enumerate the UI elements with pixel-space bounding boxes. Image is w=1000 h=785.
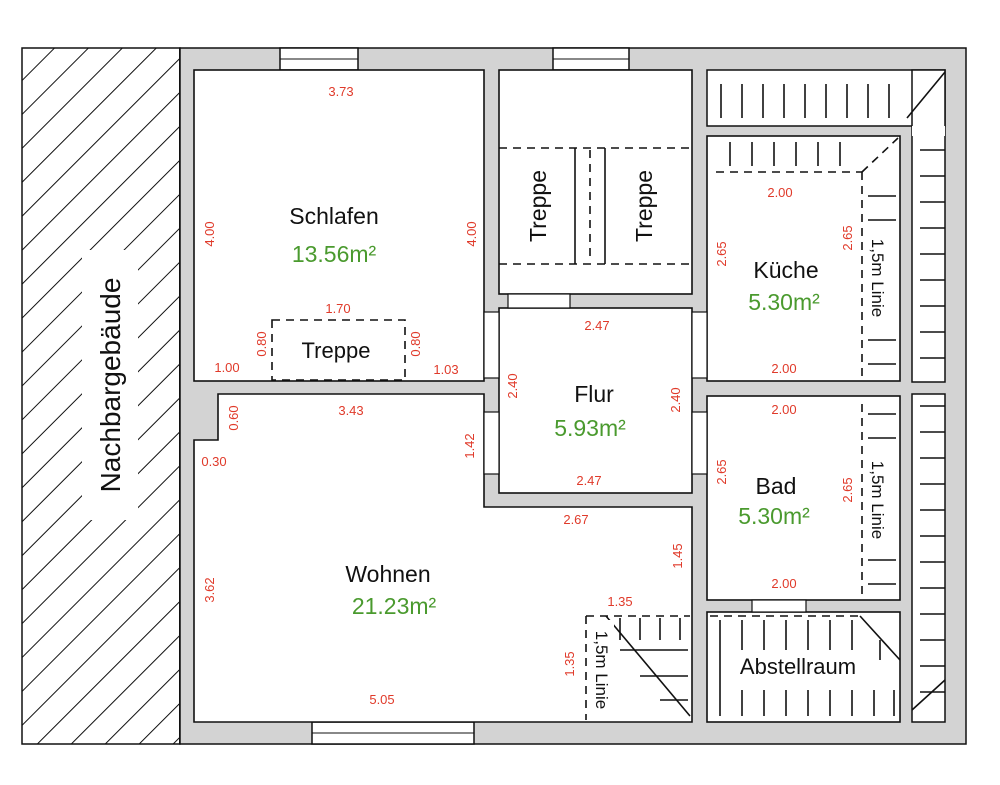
wohnen-corner-stair: 1,5m Linie [585,615,691,720]
door-flur-bad [691,411,708,475]
windows [279,47,630,745]
dim-flur-left: 2.40 [505,373,520,398]
treppenhaus-stairs: Treppe Treppe [499,147,692,265]
neighbor-building: Nachbargebäude [21,47,181,745]
dim-flur-top: 2.47 [584,318,609,333]
dim-bad-top: 2.00 [771,402,796,417]
dim-wohnen-notch-v: 0.60 [226,405,241,430]
treppe-small-label: Treppe [302,338,371,363]
dim-schlafen-top: 3.73 [328,84,353,99]
room-name-bad: Bad [756,473,797,499]
kueche-linie-zone: 1,5m Linie [716,137,899,380]
wohnen-linie-label: 1,5m Linie [592,631,611,709]
dimensions: 3.73 4.00 4.00 1.70 0.80 0.80 1.00 1.03 … [201,84,855,707]
dim-wohnen-right-upper: 1.42 [462,433,477,458]
dim-bad-bottom: 2.00 [771,576,796,591]
door-schlafen-flur [483,311,500,379]
room-area-bad: 5.30m² [738,503,810,529]
dim-stair-corner-h: 1.35 [562,651,577,676]
room-wohnen [193,393,693,723]
room-treppenhaus [498,69,693,295]
room-name-kueche: Küche [753,257,818,283]
bad-linie-label: 1,5m Linie [868,461,887,539]
dim-wohnen-right-lower: 1.45 [670,543,685,568]
dim-wohnen-top: 3.43 [338,403,363,418]
dim-kueche-bottom: 2.00 [771,361,796,376]
doors [483,293,807,613]
dim-kueche-top: 2.00 [767,185,792,200]
kueche-linie-label: 1,5m Linie [868,239,887,317]
neighbor-label: Nachbargebäude [95,278,126,493]
dim-treppe-width: 1.70 [325,301,350,316]
dim-schlafen-left: 4.00 [202,221,217,246]
dim-schlafen-bottom-left: 1.00 [214,360,239,375]
dim-wohnen-notch-h: 0.30 [201,454,226,469]
room-name-schlafen: Schlafen [289,203,379,229]
dim-stair-corner-w: 1.35 [607,594,632,609]
dim-bad-left: 2.65 [714,459,729,484]
dim-bad-right: 2.65 [840,477,855,502]
dim-flur-bottom: 2.47 [576,473,601,488]
room-name-wohnen: Wohnen [345,561,430,587]
dim-wohnen-step: 2.67 [563,512,588,527]
dim-wohnen-bottom: 5.05 [369,692,394,707]
dim-treppe-left: 0.80 [254,331,269,356]
dim-treppe-right: 0.80 [408,331,423,356]
door-bad-abstell [751,599,807,613]
treppe-small: Treppe [271,319,406,381]
room-flur [498,307,693,494]
treppe-right-label: Treppe [631,170,657,242]
door-treppe-flur [507,293,571,309]
dim-kueche-left: 2.65 [714,241,729,266]
room-name-flur: Flur [574,381,614,407]
treppe-left-label: Treppe [525,170,551,242]
dim-kueche-right: 2.65 [840,225,855,250]
dim-wohnen-left: 3.62 [202,577,217,602]
room-area-schlafen: 13.56m² [292,241,377,267]
stair-right-strip [706,69,946,723]
room-abstellraum [706,611,901,723]
door-flur-kueche [691,311,708,379]
abstellraum-stairs [710,615,901,716]
dim-schlafen-bottom-right: 1.03 [433,362,458,377]
dim-schlafen-right: 4.00 [464,221,479,246]
room-area-flur: 5.93m² [554,415,626,441]
room-schlafen [193,69,485,382]
room-area-kueche: 5.30m² [748,289,820,315]
abstellraum-label: Abstellraum [740,654,856,679]
bad-linie-zone: 1,5m Linie [861,404,896,598]
room-area-wohnen: 21.23m² [352,593,437,619]
door-wohnen-flur [483,411,500,475]
dim-flur-right: 2.40 [668,387,683,412]
